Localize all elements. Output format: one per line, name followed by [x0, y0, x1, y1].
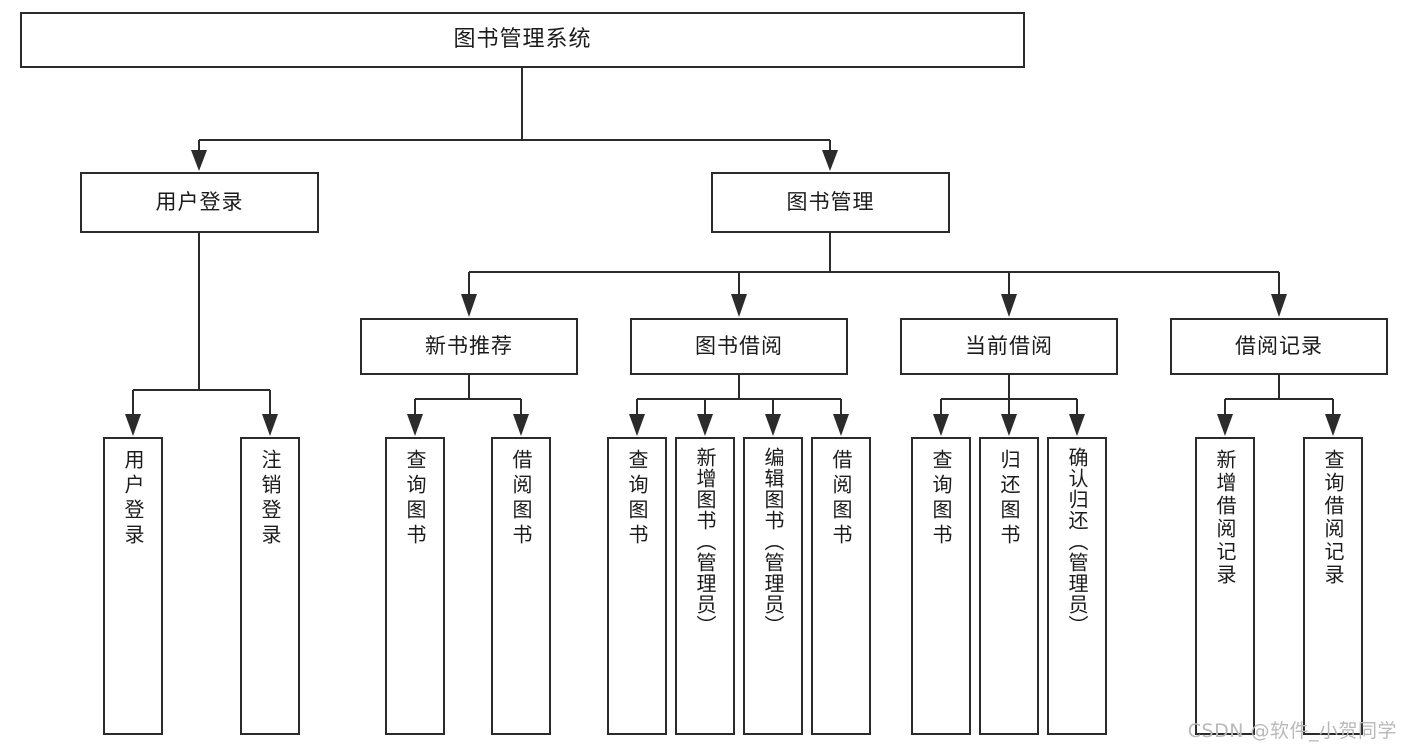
node-label: 用户登录 [121, 449, 145, 549]
node-label: 图书管理系统 [453, 27, 592, 53]
node-label: 借阅记录 [1235, 334, 1323, 359]
leaf-current-query-book[interactable]: 查询图书 [911, 437, 971, 735]
leaf-recommend-borrow-book[interactable]: 借阅图书 [491, 437, 551, 735]
node-label: 新书推荐 [425, 334, 513, 359]
leaf-borrow-add-book-admin[interactable]: 新增图书（管理员） [675, 437, 735, 735]
arrow-nbr-query-book [407, 414, 423, 436]
arrow-borrow-record [1271, 294, 1287, 317]
leaf-user-login[interactable]: 用户登录 [103, 437, 163, 735]
node-current-borrow[interactable]: 当前借阅 [900, 318, 1118, 375]
node-new-book-recommend[interactable]: 新书推荐 [360, 318, 578, 375]
leaf-record-add-record[interactable]: 新增借阅记录 [1195, 437, 1255, 735]
node-label: 借阅图书 [829, 449, 853, 549]
node-label: 查询图书 [929, 449, 953, 549]
leaf-record-query-record[interactable]: 查询借阅记录 [1303, 437, 1363, 735]
arrow-leaf-logout [262, 414, 278, 436]
node-user-login[interactable]: 用户登录 [80, 172, 319, 233]
node-label: 查询图书 [625, 449, 649, 549]
arrow-br-query-record [1325, 414, 1341, 436]
arrow-cb-query-book [933, 414, 949, 436]
node-label: 借阅图书 [509, 449, 533, 549]
node-label: 图书借阅 [695, 334, 783, 359]
node-label: 归还图书 [997, 449, 1021, 549]
leaf-logout[interactable]: 注销登录 [240, 437, 300, 735]
node-label: 用户登录 [155, 190, 244, 215]
node-label: 编辑图书（管理员） [761, 447, 785, 636]
arrow-leaf-user-login [125, 414, 141, 436]
csdn-watermark: CSDN @软件_小贺同学 [1187, 720, 1397, 742]
arrow-nbr-borrow-book [513, 414, 529, 436]
arrow-cb-confirm-return [1069, 414, 1085, 436]
arrow-bb-borrow-book [833, 414, 849, 436]
arrow-br-add-record [1217, 414, 1233, 436]
leaf-borrow-query-book[interactable]: 查询图书 [607, 437, 667, 735]
node-label: 查询图书 [403, 449, 427, 549]
node-label: 新增图书（管理员） [693, 447, 717, 636]
arrow-book-borrow [731, 294, 747, 317]
arrow-new-book-recommend [461, 294, 477, 317]
arrow-to-book-management [822, 150, 838, 171]
node-borrow-record[interactable]: 借阅记录 [1170, 318, 1388, 375]
leaf-borrow-borrow-book[interactable]: 借阅图书 [811, 437, 871, 735]
node-book-management[interactable]: 图书管理 [711, 172, 950, 233]
arrow-bb-query-book [629, 414, 645, 436]
arrow-current-borrow [1001, 294, 1017, 317]
node-book-management-system[interactable]: 图书管理系统 [20, 12, 1025, 68]
node-label: 图书管理 [786, 190, 875, 215]
node-label: 确认归还（管理员） [1065, 447, 1089, 636]
arrow-to-user-login [191, 150, 207, 171]
node-label: 查询借阅记录 [1321, 449, 1345, 587]
leaf-recommend-query-book[interactable]: 查询图书 [385, 437, 445, 735]
arrow-cb-return-book [1001, 414, 1017, 436]
arrow-bb-add-book [697, 414, 713, 436]
node-label: 新增借阅记录 [1213, 449, 1237, 587]
leaf-current-return-book[interactable]: 归还图书 [979, 437, 1039, 735]
node-label: 当前借阅 [965, 334, 1053, 359]
arrow-bb-edit-book [765, 414, 781, 436]
node-book-borrow[interactable]: 图书借阅 [630, 318, 848, 375]
leaf-current-confirm-return-admin[interactable]: 确认归还（管理员） [1047, 437, 1107, 735]
node-label: 注销登录 [258, 449, 282, 549]
leaf-borrow-edit-book-admin[interactable]: 编辑图书（管理员） [743, 437, 803, 735]
